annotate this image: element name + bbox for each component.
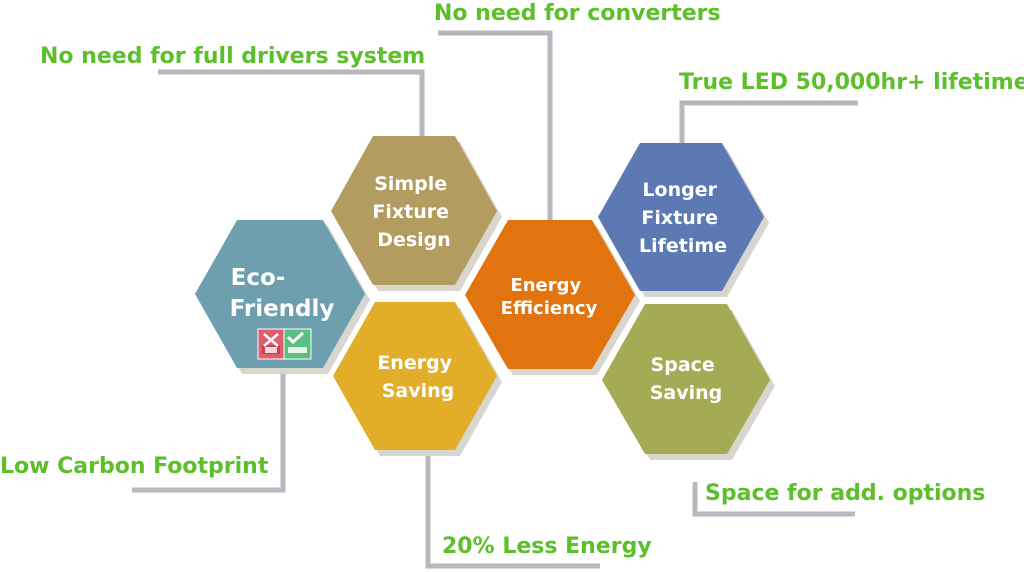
callout-lifetime: True LED 50,000hr+ lifetime [679, 70, 1024, 95]
hex-simple-fixture-design [331, 136, 497, 285]
connector-less-energy [425, 448, 600, 569]
hex-eco-friendly [195, 220, 365, 368]
energy-saving-label: Energy Saving [377, 352, 458, 402]
efficiency-label: Energy Efficiency [501, 275, 598, 319]
callout-options: Space for add. options [705, 481, 985, 506]
hex-longer-fixture-lifetime [598, 143, 764, 291]
energy-saving-label-line-1: Energy [377, 352, 452, 374]
connector-converters [438, 30, 553, 220]
space-label: Space Saving [650, 354, 723, 404]
connector-carbon [132, 372, 286, 493]
hex-energy-efficiency [465, 220, 635, 369]
simple-label-line-3: Design [377, 229, 451, 251]
callout-carbon: Low Carbon Footprint [0, 454, 269, 479]
efficiency-label-line-1: Energy [510, 275, 581, 296]
simple-label-line-1: Simple [374, 173, 447, 195]
connector-lines [132, 30, 858, 569]
connector-options [692, 482, 855, 517]
hex-space-saving [602, 304, 770, 454]
space-label-line-2: Saving [650, 382, 723, 404]
hex-energy-saving [333, 302, 497, 450]
longer-label-line-1: Longer [642, 179, 717, 201]
longer-label-line-3: Lifetime [639, 235, 727, 257]
energy-saving-label-line-2: Saving [382, 380, 455, 402]
compliance-badges [257, 328, 312, 360]
no-lead-pb-icon [257, 328, 285, 360]
longer-label-line-2: Fixture [641, 207, 718, 229]
eco-label: Eco- Friendly [230, 265, 335, 322]
eco-label-line-2: Friendly [230, 296, 335, 322]
longer-label: Longer Fixture Lifetime [639, 179, 727, 257]
callout-less-energy: 20% Less Energy [442, 534, 652, 559]
simple-label-line-2: Fixture [372, 201, 449, 223]
space-label-line-1: Space [651, 354, 715, 376]
callout-drivers: No need for full drivers system [40, 44, 425, 69]
eco-label-line-1: Eco- [231, 265, 286, 291]
rohs-compliant-icon [283, 328, 312, 360]
efficiency-label-line-2: Efficiency [501, 298, 598, 319]
simple-label: Simple Fixture Design [372, 173, 455, 251]
connector-lifetime [679, 100, 858, 146]
callout-converters: No need for converters [434, 1, 721, 26]
connector-drivers [158, 69, 425, 140]
